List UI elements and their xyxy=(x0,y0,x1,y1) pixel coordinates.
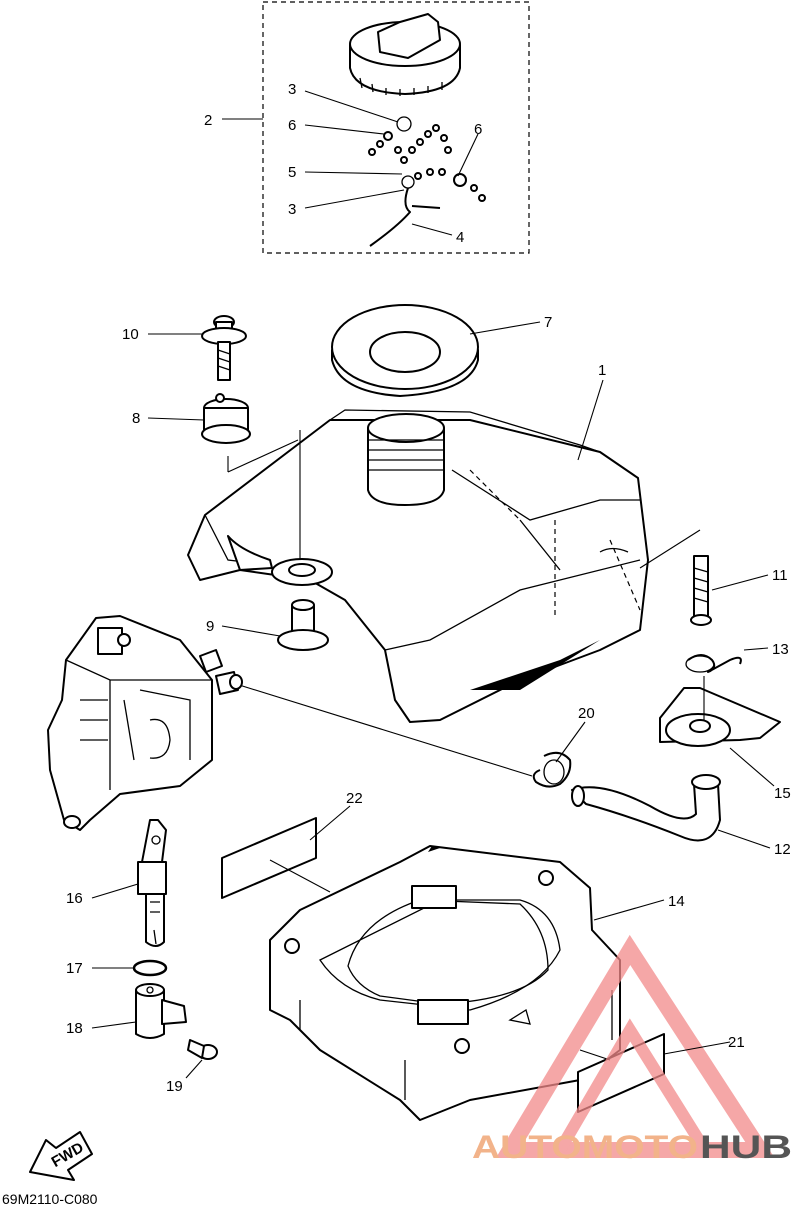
callout-19: 19 xyxy=(166,1078,183,1095)
bracket-screw xyxy=(187,1039,218,1060)
o-ring xyxy=(132,959,168,977)
vent-screw xyxy=(201,315,247,381)
tank-base xyxy=(269,845,621,1121)
leader-lines xyxy=(91,90,775,1079)
callout-numbers: 1 2 3 3 4 5 6 6 7 8 9 10 11 12 13 14 15 … xyxy=(66,81,791,1095)
callout-8: 8 xyxy=(132,410,140,427)
tank-collar xyxy=(277,599,329,651)
callout-4: 4 xyxy=(456,229,464,246)
callout-15: 15 xyxy=(774,785,791,802)
callout-17: 17 xyxy=(66,960,83,977)
callout-14: 14 xyxy=(668,893,685,910)
fuel-cock-bracket xyxy=(135,983,187,1039)
fwd-direction-arrow: FWD xyxy=(29,1131,93,1181)
drawing-code: 69M2110-C080 xyxy=(2,1191,98,1207)
retaining-chain xyxy=(368,116,486,247)
hose-clip-13 xyxy=(685,654,742,673)
callout-13: 13 xyxy=(772,641,789,658)
fuel-cap xyxy=(349,13,461,96)
callout-6-right: 6 xyxy=(474,121,482,138)
callout-18: 18 xyxy=(66,1020,83,1037)
fuel-tank xyxy=(187,409,649,723)
watermark-text-automoto: AUTOMOTO xyxy=(472,1129,698,1165)
callout-2: 2 xyxy=(204,112,212,129)
callout-7: 7 xyxy=(544,314,552,331)
fuel-hose xyxy=(571,774,721,842)
callout-12: 12 xyxy=(774,841,791,858)
callout-6-left: 6 xyxy=(288,117,296,134)
callout-16: 16 xyxy=(66,890,83,907)
decal-22 xyxy=(221,817,331,899)
fuel-filter xyxy=(639,529,712,626)
callout-11: 11 xyxy=(772,567,788,584)
fuel-cap-group xyxy=(222,1,530,254)
hose-clip-20 xyxy=(532,751,572,788)
filter-plate xyxy=(659,676,781,747)
callout-21: 21 xyxy=(728,1034,745,1051)
vent-valve xyxy=(201,393,301,560)
watermark-text-hub: HUB xyxy=(700,1129,792,1165)
tank-grommet xyxy=(331,304,479,397)
callout-5: 5 xyxy=(288,164,296,181)
callout-22: 22 xyxy=(346,790,363,807)
callout-3-lower: 3 xyxy=(288,201,296,218)
watermark-inner-triangle xyxy=(554,1018,711,1154)
callout-9: 9 xyxy=(206,618,214,635)
watermark-logo xyxy=(495,934,775,1158)
fuel-cock-lever xyxy=(137,819,167,947)
callout-3-upper: 3 xyxy=(288,81,296,98)
callout-1: 1 xyxy=(598,362,606,379)
watermark-triangle xyxy=(495,934,775,1158)
callout-20: 20 xyxy=(578,705,595,722)
carburetor xyxy=(47,615,243,831)
callout-10: 10 xyxy=(122,326,139,343)
